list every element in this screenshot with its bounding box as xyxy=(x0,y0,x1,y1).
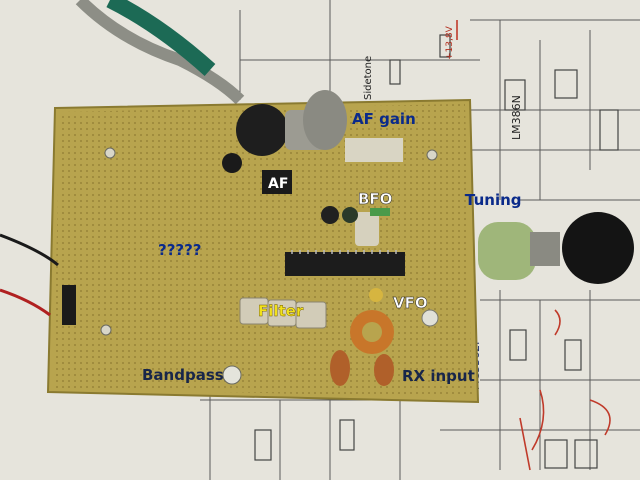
ic-pins xyxy=(291,250,397,254)
label-filter: Filter xyxy=(258,302,304,320)
black-wire xyxy=(0,233,59,267)
small-capacitor xyxy=(321,206,339,224)
diode xyxy=(62,285,76,325)
ic-chip xyxy=(285,252,405,276)
red-wire xyxy=(0,288,51,317)
white-relay xyxy=(345,138,403,162)
coil-1 xyxy=(330,350,350,386)
vfo-trimmer xyxy=(421,309,439,327)
schematic-red-notes xyxy=(456,20,611,471)
bfo-crystal xyxy=(355,212,379,246)
schematic-text-lm386: LM386N xyxy=(510,95,523,140)
schematic-text-sidetone: Sidetone xyxy=(363,56,374,100)
filter-crystals xyxy=(239,297,327,329)
gray-cable xyxy=(75,0,245,105)
coil-2 xyxy=(374,354,394,386)
af-chip xyxy=(262,170,292,194)
label-af-gain: AF gain xyxy=(352,110,416,128)
label-tuning: Tuning xyxy=(465,191,522,209)
label-rx-input: RX input xyxy=(402,367,475,385)
label-af: AF xyxy=(268,176,288,192)
mounting-screws xyxy=(100,147,438,336)
small-capacitor-2 xyxy=(342,207,358,223)
green-resistor xyxy=(370,208,390,216)
electrolytic-capacitor xyxy=(222,153,242,173)
schematic-text-v13: +13,8V xyxy=(445,25,455,60)
label-unknown: ????? xyxy=(158,241,202,259)
green-cable xyxy=(106,0,216,76)
af-gain-potentiometer xyxy=(236,90,347,156)
yellow-trimmer xyxy=(369,288,383,302)
label-bandpass: Bandpass xyxy=(142,366,224,384)
schematic-symbols xyxy=(254,34,619,469)
bandpass-trimmer xyxy=(222,365,242,385)
label-vfo: VFO xyxy=(393,294,428,312)
tuning-capacitor xyxy=(478,212,634,284)
schematic-lines xyxy=(200,0,640,480)
label-bfo: BFO xyxy=(358,190,392,208)
